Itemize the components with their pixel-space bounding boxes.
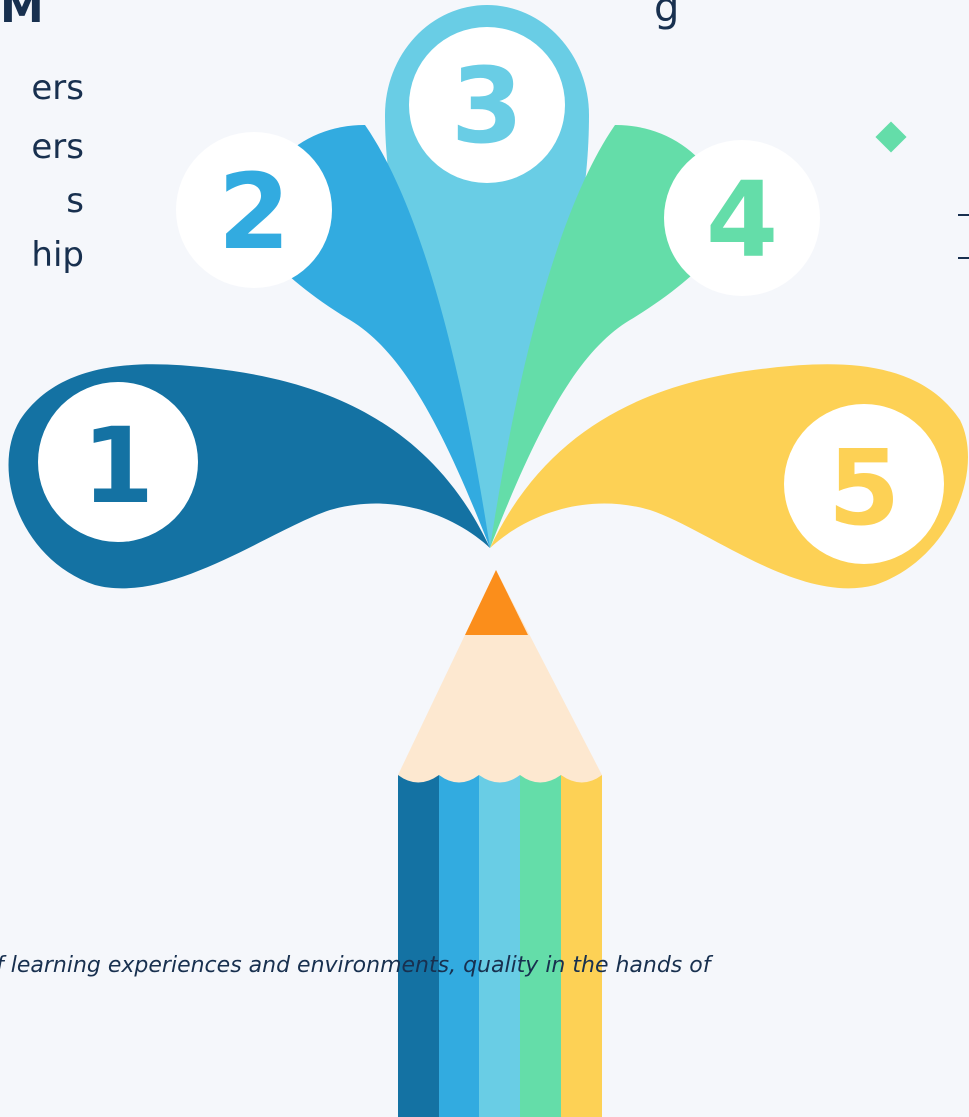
left-text-line-4: hip — [31, 235, 84, 275]
petal-5-badge — [784, 404, 944, 564]
pencil-stripe-4 — [520, 775, 561, 1117]
pencil-stripe-3 — [479, 775, 520, 1117]
petal-5: 5 — [490, 364, 969, 589]
petal-4-number: 4 — [706, 159, 778, 281]
pencil — [398, 570, 602, 1117]
petal-1-number: 1 — [82, 405, 154, 527]
petal-2: 2 — [176, 124, 490, 548]
pencil-stripe-5 — [561, 775, 602, 1117]
petal-1: 1 — [8, 364, 490, 589]
pencil-scallop-edge — [398, 775, 602, 783]
right-dash-2 — [958, 257, 969, 259]
pencil-stripe-1 — [398, 775, 439, 1117]
caption: f learning experiences and environments,… — [0, 953, 969, 978]
caption-text: f learning experiences and environments,… — [0, 953, 711, 978]
petal-4: 4 — [490, 124, 820, 548]
pencil-wood — [398, 570, 602, 775]
petal-1-badge — [38, 382, 198, 542]
bullet-diamond-icon — [875, 121, 907, 153]
top-right-fragment: g — [654, 0, 680, 31]
petal-2-number: 2 — [218, 151, 290, 273]
petal-3: 3 — [385, 5, 589, 548]
left-text-line-3: s — [66, 181, 84, 221]
left-text-line-1: ers — [31, 68, 84, 108]
left-text-line-2: ers — [31, 127, 84, 167]
petal-5-number: 5 — [828, 427, 900, 549]
heading-fragment: M — [0, 0, 44, 33]
petal-3-badge — [409, 27, 565, 183]
petal-2-badge — [176, 132, 332, 288]
pencil-tip — [465, 570, 528, 635]
petal-3-number: 3 — [451, 45, 523, 167]
right-dash-1 — [958, 214, 969, 216]
petal-4-badge — [664, 140, 820, 296]
pencil-stripe-2 — [439, 775, 479, 1117]
